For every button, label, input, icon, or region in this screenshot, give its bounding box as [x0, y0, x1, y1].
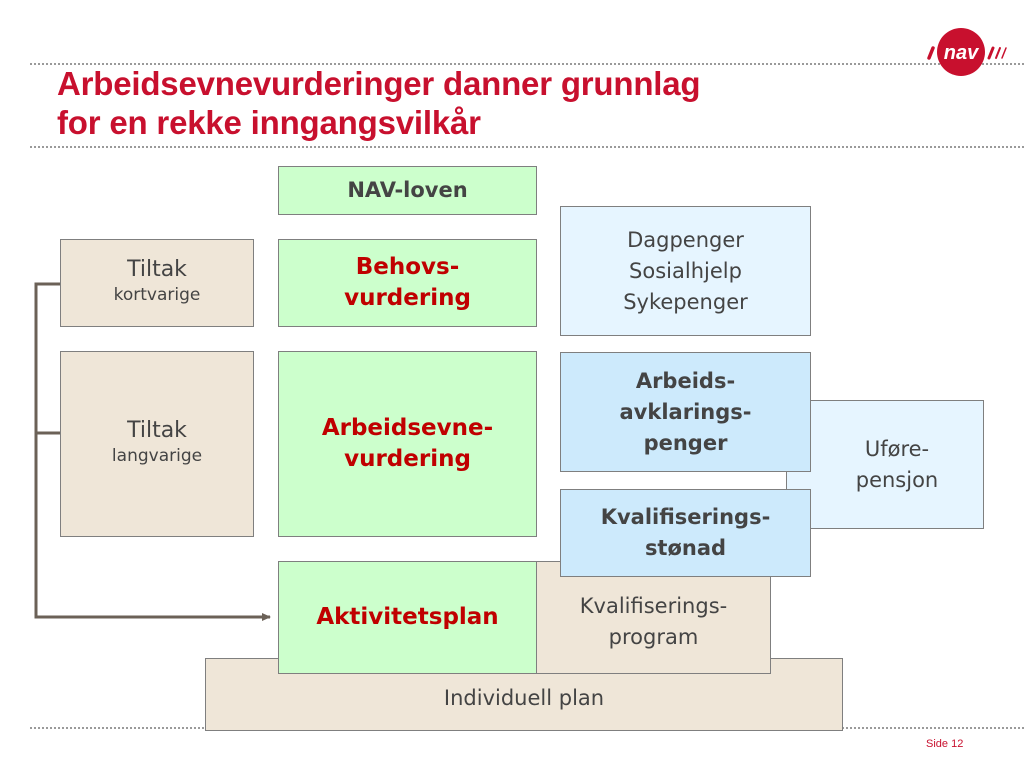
kvalifiseringsstonad-line-1: Kvalifiserings-	[600, 505, 771, 529]
tiltak-langvarige-subtitle: langvarige	[111, 446, 203, 466]
arbeidsavklaringspenger-box: Arbeids- avklarings- penger	[560, 352, 811, 472]
ytelser-box: Dagpenger Sosialhjelp Sykepenger	[560, 206, 811, 336]
page-title-line-1: Arbeidsevnevurderinger danner grunnlag	[57, 65, 701, 102]
top-dotted-divider	[30, 63, 1024, 65]
ytelser-sosialhjelp: Sosialhjelp	[629, 258, 742, 283]
page-title: Arbeidsevnevurderinger danner grunnlag f…	[57, 64, 701, 142]
tiltak-connector-arrow	[34, 282, 271, 621]
nav-loven-label: NAV-loven	[347, 178, 468, 202]
arbeidsavklaringspenger-line-1: Arbeids-	[635, 368, 736, 393]
uforepensjon-box: Uføre- pensjon	[786, 400, 984, 529]
tiltak-langvarige-title: Tiltak	[127, 418, 187, 443]
kvalifiseringsprogram-box: Kvalifiserings- program	[536, 561, 771, 674]
nav-loven-box: NAV-loven	[278, 166, 537, 215]
arbeidsevnevurdering-line-2: vurdering	[344, 446, 471, 472]
nav-logo-text: nav	[944, 42, 980, 64]
uforepensjon-line-1: Uføre-	[864, 436, 930, 461]
arbeidsavklaringspenger-line-2: avklarings-	[619, 399, 752, 424]
behovsvurdering-box: Behovs- vurdering	[278, 239, 537, 327]
title-dotted-divider	[30, 146, 1024, 148]
aktivitetsplan-box: Aktivitetsplan	[278, 561, 537, 674]
nav-logo-icon: nav	[927, 28, 1007, 76]
arbeidsavklaringspenger-line-3: penger	[643, 430, 728, 455]
tiltak-kortvarige-box: Tiltak kortvarige	[60, 239, 254, 327]
arbeidsevnevurdering-line-1: Arbeidsevne-	[321, 415, 494, 441]
uforepensjon-line-2: pensjon	[855, 467, 939, 492]
tiltak-kortvarige-title: Tiltak	[127, 257, 187, 282]
individuell-plan-label: Individuell plan	[443, 686, 605, 710]
ytelser-dagpenger: Dagpenger	[627, 227, 744, 252]
tiltak-langvarige-box: Tiltak langvarige	[60, 351, 254, 537]
tiltak-kortvarige-subtitle: kortvarige	[113, 285, 201, 305]
aktivitetsplan-label: Aktivitetsplan	[316, 604, 499, 630]
behovsvurdering-line-2: vurdering	[344, 285, 471, 311]
kvalifiseringsprogram-line-1: Kvalifiserings-	[579, 594, 728, 618]
page-title-line-2: for en rekke inngangsvilkår	[57, 104, 481, 141]
behovsvurdering-line-1: Behovs-	[355, 254, 460, 280]
kvalifiseringsstonad-line-2: stønad	[644, 536, 727, 560]
kvalifiseringsstonad-box: Kvalifiserings- stønad	[560, 489, 811, 577]
ytelser-sykepenger: Sykepenger	[623, 289, 748, 314]
page-number: Side 12	[926, 738, 964, 750]
kvalifiseringsprogram-line-2: program	[608, 625, 699, 649]
arbeidsevnevurdering-box: Arbeidsevne- vurdering	[278, 351, 537, 537]
